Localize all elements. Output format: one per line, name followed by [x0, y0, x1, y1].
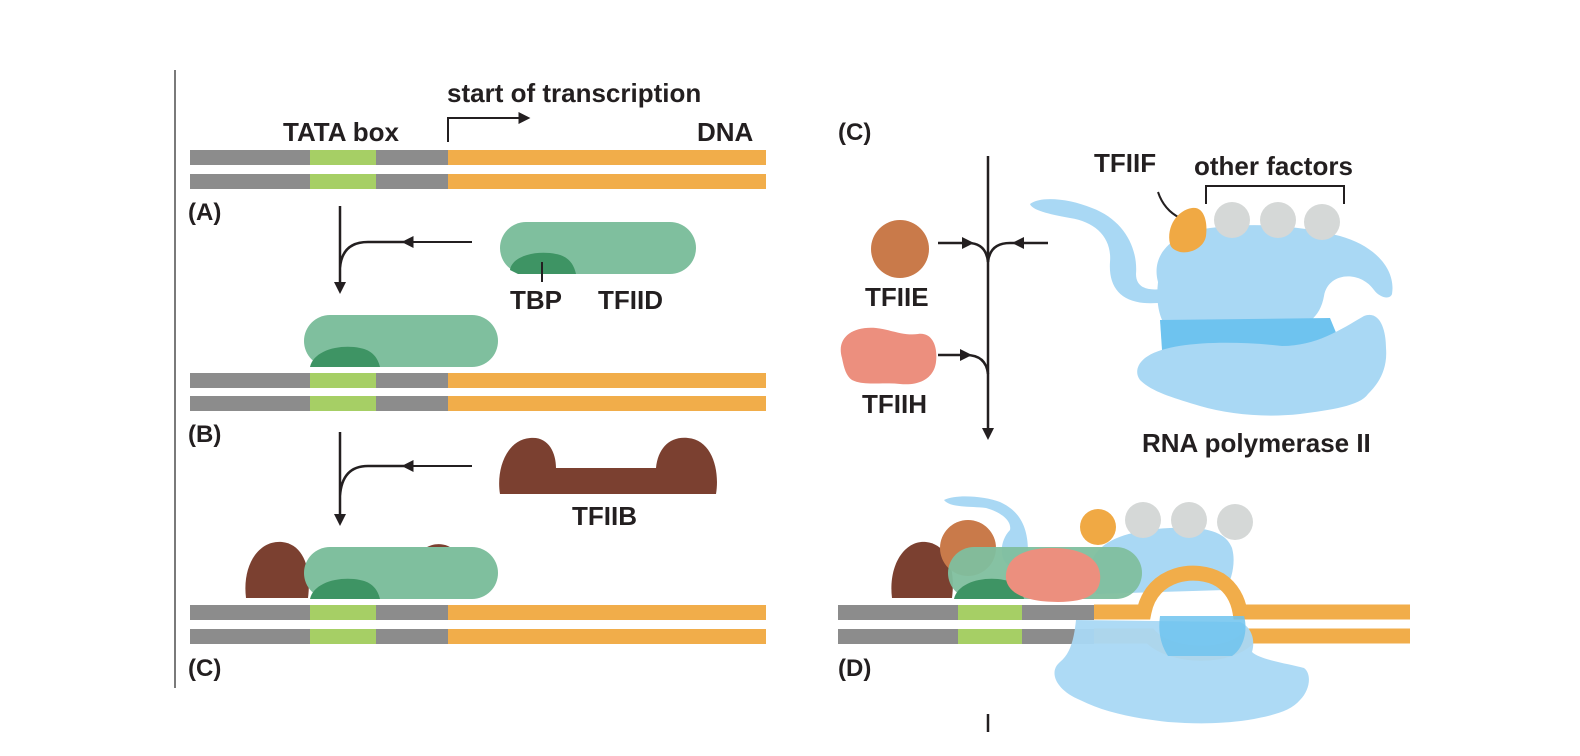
other-factor-circle: [1125, 502, 1161, 538]
other-factor-circle: [1214, 202, 1250, 238]
tata-box-label: TATA box: [283, 117, 400, 147]
coding-dna-strand: [448, 150, 766, 165]
arrowhead-right-tfiie: [962, 237, 974, 249]
tfiif-label: TFIIF: [1094, 148, 1156, 178]
arrowhead-down: [982, 428, 994, 440]
tfiif-pointer: [1157, 191, 1181, 219]
pathway-arrowhead: [334, 282, 346, 294]
pathway-arrowhead: [334, 514, 346, 526]
other-factor-circle: [1304, 204, 1340, 240]
dna-label: DNA: [697, 117, 754, 147]
coding-dna-top-strand-bubble: [1094, 565, 1410, 620]
downstream-dna-strand: [376, 396, 448, 411]
panel-a: start of transcription TATA box DNA (A): [188, 78, 766, 226]
panel-d: (D): [838, 496, 1410, 732]
coding-dna-strand: [448, 396, 766, 411]
panel-b: (B): [188, 315, 766, 448]
tfiie-label: TFIIE: [865, 282, 929, 312]
upstream-dna-strand: [838, 629, 958, 644]
coding-dna-strand: [448, 605, 766, 620]
tfiih-bound-d: [1005, 548, 1101, 602]
tfiid-label: TFIID: [598, 285, 663, 315]
tbp-label: TBP: [510, 285, 562, 315]
polymerase-tail: [1030, 199, 1168, 304]
rna-polymerase-ii: [1030, 199, 1393, 416]
coding-dna-strand: [448, 373, 766, 388]
tata-box-strand: [310, 174, 376, 189]
downstream-dna-strand: [376, 150, 448, 165]
arrowhead-left-polymerase: [1012, 237, 1024, 249]
polymerase-upper-body: [1156, 225, 1393, 332]
upstream-dna-strand: [190, 396, 310, 411]
panel-c-right-label: (C): [838, 119, 871, 146]
upstream-dna-strand: [190, 174, 310, 189]
panel-c-left-label: (C): [188, 655, 221, 682]
tbp-bound: [310, 578, 380, 599]
panel-c-right: (C) TFIIE TFIIH TFIIF other fa: [838, 119, 1393, 458]
tata-box-strand: [310, 396, 376, 411]
other-factor-circle: [1171, 502, 1207, 538]
tfiie-shape: [871, 220, 929, 278]
upstream-dna-strand: [190, 629, 310, 644]
step-b-to-c: TFIIB: [334, 432, 717, 531]
tfiif-shape: [1169, 207, 1207, 253]
tfiid-complex: TBP TFIID: [500, 222, 696, 315]
tfiif-bound-d: [1080, 509, 1116, 545]
tata-box-strand: [310, 373, 376, 388]
coding-dna-strand: [448, 174, 766, 189]
tfiib-complex: TFIIB: [499, 437, 717, 531]
other-factor-circle: [1260, 202, 1296, 238]
panel-a-label: (A): [188, 199, 221, 226]
coding-dna-strand: [448, 629, 766, 644]
tata-box-strand: [310, 605, 376, 620]
step-a-to-b: TBP TFIID: [334, 206, 696, 315]
transcription-start-arrow: [447, 112, 531, 142]
other-factors-label: other factors: [1194, 151, 1353, 181]
upstream-dna-strand: [838, 605, 958, 620]
tfiib-bound-left-lobe: [245, 541, 309, 598]
downstream-dna-strand: [1022, 605, 1094, 620]
tata-box-strand: [958, 605, 1022, 620]
downstream-dna-strand: [376, 174, 448, 189]
tfiih-label: TFIIH: [862, 389, 927, 419]
tfiib-bound-d: [891, 541, 953, 598]
merging-arrows: [938, 156, 1048, 430]
polymerase-lower-body-d: [1054, 620, 1309, 724]
upstream-dna-strand: [190, 373, 310, 388]
polymerase-lower-body: [1137, 314, 1387, 416]
rna-polymerase-label: RNA polymerase II: [1142, 428, 1371, 458]
dna-double-strand-b: [190, 373, 766, 411]
panel-b-label: (B): [188, 421, 221, 448]
other-factors-bracket: [1205, 185, 1345, 204]
dna-double-strand-c: [190, 605, 766, 644]
pathway-arrow: [338, 206, 404, 288]
upstream-dna-strand: [190, 150, 310, 165]
other-factor-circle: [1217, 504, 1253, 540]
tfiib-shape: [499, 437, 717, 494]
start-of-transcription-label: start of transcription: [447, 78, 701, 108]
downstream-dna-strand: [376, 373, 448, 388]
pathway-arrow: [338, 432, 404, 520]
tata-box-strand: [310, 150, 376, 165]
arrowhead-right-tfiih: [960, 349, 972, 361]
downstream-dna-strand: [376, 629, 448, 644]
tata-box-strand: [958, 629, 1022, 644]
tfiib-label: TFIIB: [572, 501, 637, 531]
dna-double-strand-a: [190, 150, 766, 189]
tbp-bound-d: [954, 578, 1024, 599]
polymerase-channel-d: [1159, 616, 1246, 656]
tata-box-strand: [310, 629, 376, 644]
panel-d-label: (D): [838, 655, 871, 682]
tfiih-shape: [840, 327, 937, 385]
upstream-dna-strand: [190, 605, 310, 620]
downstream-dna-strand: [376, 605, 448, 620]
panel-c-left: (C): [188, 541, 766, 682]
tbp-bound: [310, 346, 380, 367]
